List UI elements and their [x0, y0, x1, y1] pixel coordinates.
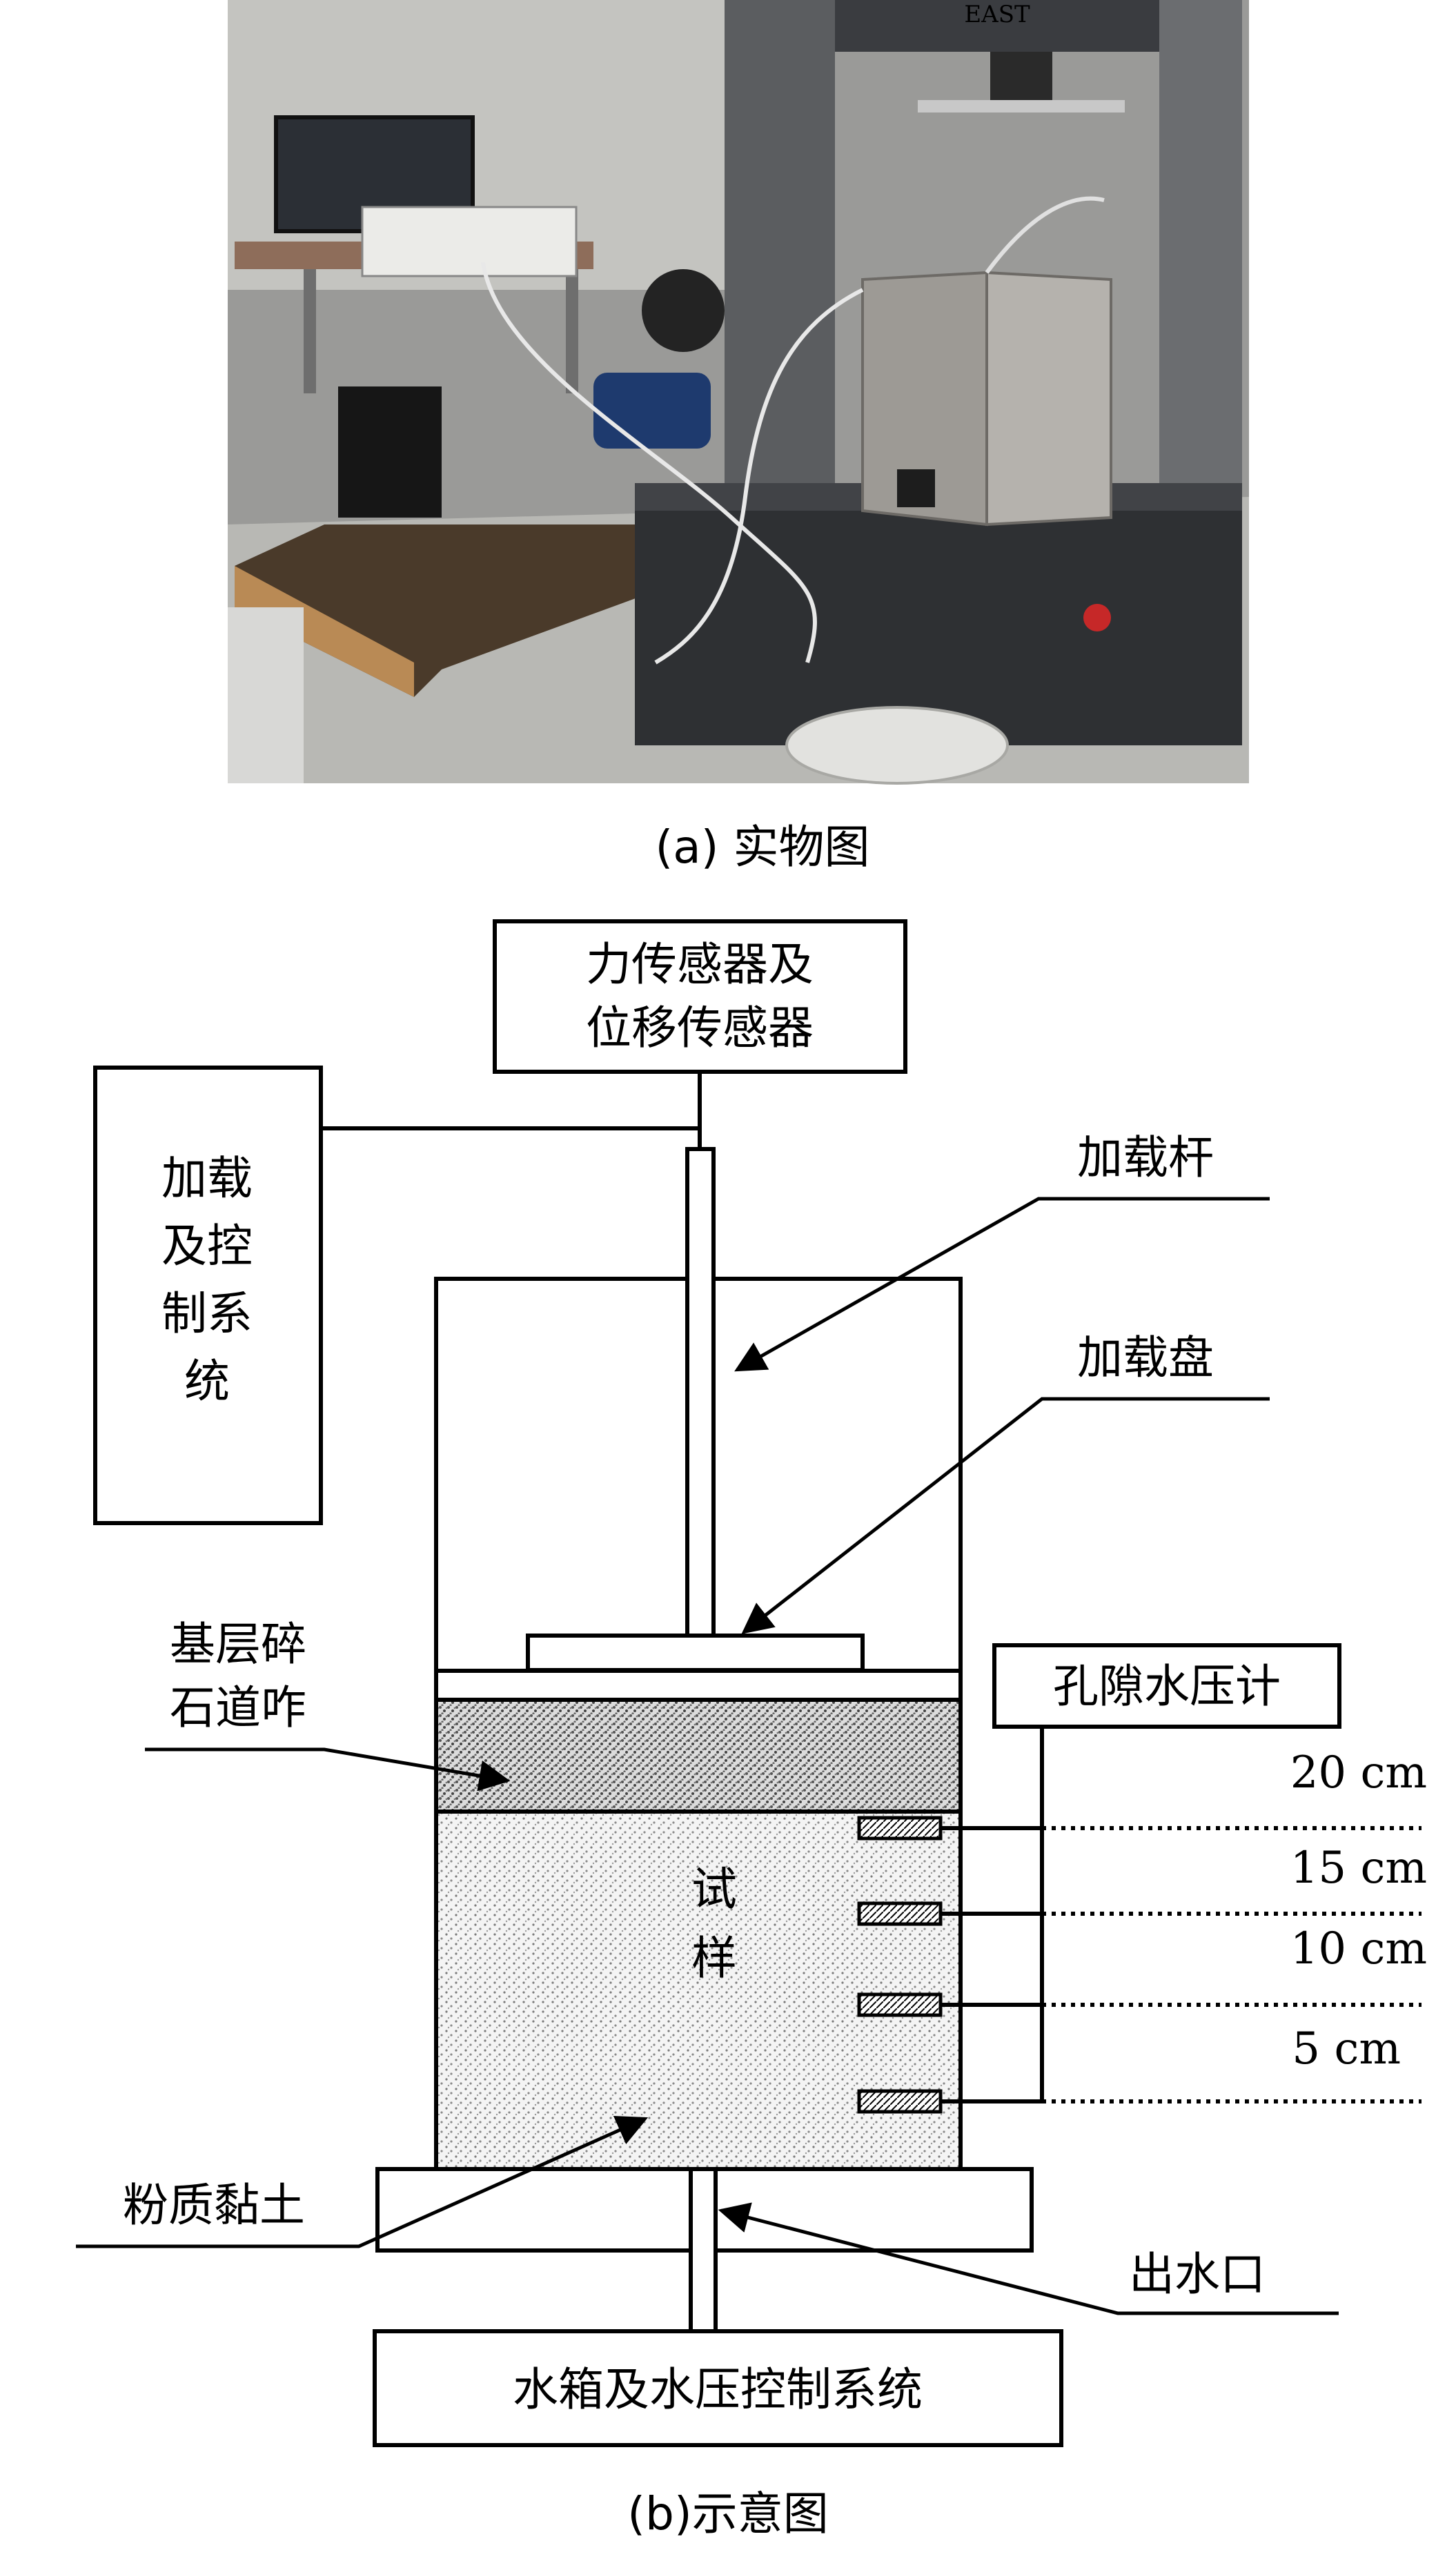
piezometer-5cm — [857, 2089, 943, 2114]
outlet-label: 出水口 — [1129, 2248, 1266, 2301]
outlet-pipe — [689, 2167, 718, 2333]
sample-label-line1: 试 — [691, 1863, 737, 1916]
silty-clay-leader — [76, 2115, 649, 2248]
photo-machine-crosshead — [835, 0, 1159, 52]
photo-test-box-side — [985, 271, 1112, 527]
piezometer-20cm — [857, 1816, 943, 1841]
sample-label-line2: 样 — [691, 1932, 737, 1985]
piezometer-15cm — [857, 1901, 943, 1926]
water-tank-label: 水箱及水压控制系统 — [513, 2363, 923, 2416]
loading-plate-leader — [741, 1397, 1270, 1634]
photo-cable-3 — [985, 196, 1105, 274]
photo-emergency-button — [1083, 604, 1111, 631]
sensor-box-line2: 位移传感器 — [586, 1001, 814, 1055]
photo-machine-column-right — [1159, 0, 1242, 497]
depth-label-10cm: 10 cm — [1290, 1923, 1427, 1974]
loading-plate — [526, 1634, 865, 1672]
piezometer-label-box — [992, 1643, 1341, 1729]
photo-test-box-opening — [897, 469, 935, 507]
ballast-leader — [145, 1747, 511, 1792]
piezometer-10cm — [857, 1992, 943, 2017]
depth-label-20cm: 20 cm — [1290, 1747, 1427, 1798]
sensor-box — [493, 919, 907, 1074]
photo-desk-leg-right — [566, 269, 578, 393]
loading-rod — [685, 1147, 716, 1638]
ballast-label-line2: 石道咋 — [170, 1681, 306, 1734]
photo-cable-1 — [481, 262, 817, 663]
photo-controller — [361, 206, 578, 277]
silty-clay-label: 粉质黏土 — [123, 2179, 305, 2232]
loading-rod-label: 加载杆 — [1077, 1131, 1214, 1184]
photo-white-box — [228, 607, 304, 783]
control-box-line2: 及控 — [161, 1219, 253, 1273]
water-tank-box — [373, 2329, 1063, 2447]
ballast-layer — [434, 1698, 963, 1814]
photo-compressor-motor — [642, 269, 725, 352]
photo-panel: EAST — [228, 0, 1249, 785]
photo-machine-column-left — [725, 0, 835, 497]
photo-desk-leg-left — [304, 269, 316, 393]
photo-caption: (a) 实物图 — [656, 821, 870, 874]
control-box-line4: 统 — [184, 1355, 230, 1408]
loading-plate-label: 加载盘 — [1077, 1331, 1214, 1384]
photo-cable-2 — [654, 288, 864, 665]
photo-brand-text: EAST — [964, 1, 1030, 28]
sensor-box-line1: 力传感器及 — [586, 938, 814, 991]
loading-rod-leader — [734, 1197, 1270, 1372]
piezometer-label: 孔隙水压计 — [1053, 1660, 1281, 1713]
photo-compressor — [593, 373, 711, 449]
depth-label-5cm: 5 cm — [1292, 2023, 1401, 2075]
photo-pc-tower — [338, 386, 442, 518]
photo-bucket — [785, 706, 1009, 785]
control-box-line1: 加载 — [161, 1152, 253, 1205]
schematic-panel: 力传感器及 位移传感器 加载 及控 制系 统 试 样 — [76, 919, 1427, 2447]
outlet-leader — [718, 2202, 1339, 2315]
sample-cap — [434, 1669, 963, 1702]
photo-pallet-edge — [235, 566, 414, 697]
photo-actuator — [990, 52, 1052, 100]
depth-label-15cm: 15 cm — [1290, 1843, 1427, 1894]
photo-sensor-plate — [918, 100, 1125, 112]
schematic-caption: (b)示意图 — [627, 2487, 828, 2540]
photo-machine-base — [635, 497, 1242, 745]
control-box — [93, 1066, 323, 1525]
ballast-label-line1: 基层碎 — [170, 1618, 306, 1671]
control-box-line3: 制系 — [161, 1287, 253, 1340]
